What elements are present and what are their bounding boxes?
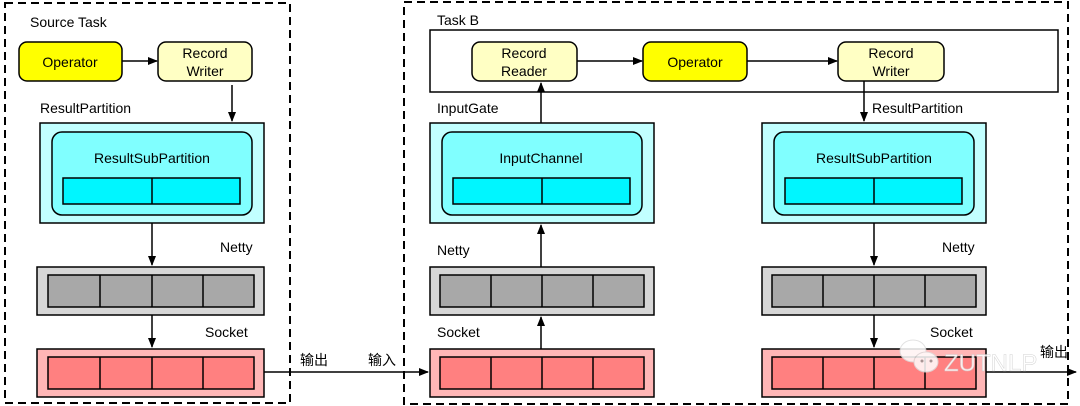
netty-label: Netty [220, 239, 253, 255]
svg-text:Operator: Operator [42, 54, 98, 70]
record-reader-box: Record Reader [471, 41, 578, 82]
socket-label: Socket [205, 324, 248, 340]
socket-label: Socket [437, 324, 480, 340]
operator-box: Operator [18, 41, 123, 82]
source-task-title: Source Task [30, 14, 108, 30]
result-partition-label: ResultPartition [872, 100, 963, 116]
netty-buffer [36, 266, 265, 316]
watermark: ZUTNLP [899, 339, 1038, 377]
output-label: 输出 [300, 352, 328, 368]
record-writer-box: Record Writer [837, 41, 945, 82]
socket-buffer [761, 348, 987, 398]
svg-text:Record: Record [868, 45, 913, 61]
input-gate-label: InputGate [437, 100, 499, 116]
input-gate: InputChannel [429, 122, 655, 224]
wechat-icon [899, 339, 939, 373]
netty-label: Netty [437, 242, 470, 258]
svg-text:Writer: Writer [186, 63, 223, 79]
svg-text:InputChannel: InputChannel [499, 150, 582, 166]
svg-text:ResultSubPartition: ResultSubPartition [94, 150, 210, 166]
source-task-container: Source Task Operator Record Writer Resul… [4, 2, 291, 404]
output-label: 输出 [1040, 344, 1068, 360]
netty-buffer [761, 266, 987, 316]
netty-label: Netty [942, 239, 975, 255]
result-partition: ResultSubPartition [761, 122, 987, 224]
result-partition: ResultSubPartition [39, 122, 265, 224]
svg-text:Record: Record [501, 45, 546, 61]
operator-box: Operator [642, 41, 748, 82]
socket-buffer [429, 348, 655, 398]
record-writer-box: Record Writer [157, 41, 253, 82]
socket-buffer [36, 348, 265, 398]
task-b-container: Task B Record Reader Operator Record Wri… [403, 1, 1069, 405]
svg-text:Record: Record [182, 45, 227, 61]
svg-text:ResultSubPartition: ResultSubPartition [816, 150, 932, 166]
socket-label: Socket [930, 324, 973, 340]
svg-text:Operator: Operator [667, 54, 723, 70]
input-label: 输入 [368, 352, 396, 368]
watermark-text: ZUTNLP [944, 350, 1037, 377]
task-b-title: Task B [437, 12, 479, 28]
svg-text:Reader: Reader [501, 63, 547, 79]
result-partition-label: ResultPartition [40, 100, 131, 116]
svg-text:Writer: Writer [872, 63, 909, 79]
netty-buffer [429, 266, 655, 316]
